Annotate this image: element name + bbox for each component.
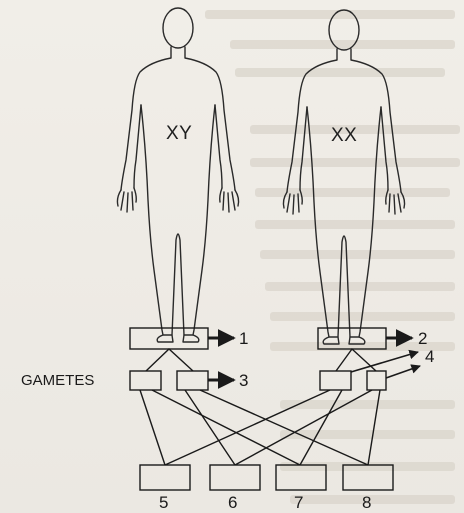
gamete-boxes — [130, 328, 393, 490]
arrow-to-4b — [386, 366, 420, 378]
male-gamete-box-1 — [130, 371, 161, 390]
label-4: 4 — [425, 348, 434, 365]
label-3: 3 — [239, 372, 248, 389]
male-chromosome-label: XY — [166, 124, 192, 143]
offspring-box-8 — [343, 465, 393, 490]
connector-lines — [140, 349, 380, 465]
gametes-label: GAMETES — [21, 373, 94, 388]
label-5: 5 — [159, 494, 168, 511]
label-7: 7 — [294, 494, 303, 511]
label-2: 2 — [418, 330, 427, 347]
female-body-outline — [283, 10, 404, 344]
arrow-to-4a — [351, 352, 418, 372]
offspring-box-6 — [210, 465, 260, 490]
male-body-outline — [117, 8, 238, 342]
offspring-box-5 — [140, 465, 190, 490]
label-8: 8 — [362, 494, 371, 511]
male-gamete-box-2 — [177, 371, 208, 390]
female-gamete-box-1 — [320, 371, 351, 390]
female-gamete-box-2 — [367, 371, 386, 390]
label-6: 6 — [228, 494, 237, 511]
male-parent-box — [130, 328, 208, 349]
offspring-box-7 — [276, 465, 326, 490]
female-chromosome-label: XX — [331, 126, 357, 145]
label-1: 1 — [239, 330, 248, 347]
